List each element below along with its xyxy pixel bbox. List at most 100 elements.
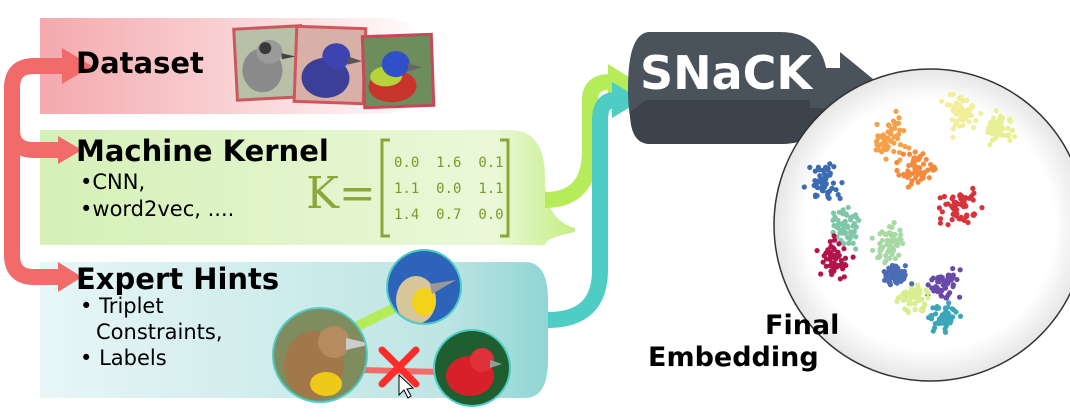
embedding-point — [887, 255, 893, 262]
embedding-point — [923, 287, 929, 293]
embedding-point — [830, 180, 836, 186]
embedding-point — [979, 205, 985, 211]
embedding-point — [847, 217, 854, 223]
embedding-point — [843, 230, 849, 236]
embedding-point — [823, 164, 829, 170]
embedding-point — [925, 282, 931, 288]
embedding-point — [964, 212, 970, 218]
cursor-icon — [398, 373, 415, 399]
embedding-point — [950, 282, 956, 288]
embedding-point — [894, 167, 900, 174]
embedding-point — [846, 240, 852, 246]
embedding-point — [869, 235, 875, 241]
embedding-point — [911, 160, 917, 166]
embedding-point — [921, 301, 928, 307]
red-arrowhead-hints — [58, 262, 82, 292]
embedding-point — [897, 127, 903, 133]
embedding-point — [885, 237, 891, 243]
embedding-point — [939, 98, 945, 104]
embedding-point — [821, 170, 827, 177]
embedding-point — [1009, 127, 1016, 134]
kernel-band — [40, 130, 575, 245]
embedding-point — [989, 137, 996, 143]
embedding-point — [896, 172, 902, 178]
cross-mark-icon — [378, 346, 420, 388]
embedding-point — [801, 184, 807, 190]
embedding-point — [903, 307, 909, 313]
embedding-point — [831, 164, 837, 170]
embedding-point — [890, 118, 897, 124]
embedding-point — [882, 231, 888, 238]
embedding-point — [895, 265, 901, 271]
embedding-point — [900, 151, 906, 157]
embedding-point — [901, 268, 907, 274]
embedding-point — [929, 285, 935, 291]
embedding-point — [965, 219, 971, 226]
embedding-point — [886, 277, 892, 283]
embedding-point — [912, 166, 918, 172]
embedding-point — [957, 102, 963, 108]
embedding-point — [841, 241, 847, 247]
embedding-point — [917, 169, 924, 176]
teal-flow-arrow — [547, 92, 616, 328]
embedding-point — [930, 275, 936, 281]
embedding-point — [839, 180, 845, 186]
embedding-point — [837, 276, 843, 282]
embedding-point — [893, 108, 899, 114]
embedding-point — [931, 164, 937, 170]
embedding-point — [895, 120, 902, 126]
hints-bullet-labels: • Labels — [80, 346, 167, 370]
embedding-point — [1007, 118, 1014, 124]
embedding-point — [901, 128, 907, 134]
embedding-point — [996, 130, 1002, 136]
embedding-point — [950, 204, 956, 210]
embedding-point — [876, 254, 882, 260]
embedding-point — [848, 229, 854, 235]
embedding-point — [833, 253, 839, 259]
embedding-point — [841, 274, 847, 280]
embedding-point — [840, 266, 846, 272]
embedding-point — [915, 179, 921, 185]
embedding-point — [963, 195, 969, 201]
hints-bullet-triplet: • Triplet — [80, 294, 164, 318]
embedding-point — [830, 210, 837, 216]
bird-photo-indigo-bunting — [292, 24, 368, 106]
embedding-point — [950, 134, 956, 140]
embedding-point — [894, 133, 900, 139]
embedding-point — [939, 287, 945, 294]
embedding-point — [890, 249, 896, 255]
embedding-point — [942, 329, 949, 335]
embedding-point — [841, 211, 847, 217]
embedding-point — [812, 192, 819, 198]
embedding-point — [952, 121, 958, 127]
embedding-point — [845, 204, 851, 211]
expert-hints-title: Expert Hints — [76, 262, 280, 296]
embedding-point — [886, 268, 892, 274]
embedding-point — [959, 193, 965, 199]
embedding-point — [990, 127, 996, 133]
kernel-matrix: 0.0 1.6 0.1 1.1 0.0 1.1 1.4 0.7 0.0 — [394, 150, 504, 228]
embedding-point — [932, 311, 939, 317]
embedding-point — [966, 119, 972, 125]
embedding-point — [947, 102, 953, 108]
embedding-point — [807, 164, 813, 170]
embedding-point — [973, 117, 979, 124]
embedding-point — [812, 168, 818, 174]
embedding-point — [820, 259, 826, 265]
embedding-point — [912, 175, 919, 181]
embedding-point — [897, 227, 903, 233]
embedding-point — [890, 237, 896, 243]
embedding-point — [959, 198, 966, 204]
kernel-matrix-row-1: 0.0 1.6 0.1 — [394, 155, 504, 171]
embedding-point — [917, 290, 923, 296]
embedding-point — [847, 236, 853, 242]
embedding-point — [955, 201, 961, 207]
embedding-point — [883, 258, 889, 264]
embedding-point — [831, 237, 838, 243]
embedding-point — [936, 205, 943, 211]
embedding-point — [933, 283, 939, 290]
embedding-point — [920, 161, 927, 167]
embedding-point — [912, 306, 918, 312]
embedding-point — [897, 142, 904, 148]
embedding-point — [970, 197, 976, 203]
